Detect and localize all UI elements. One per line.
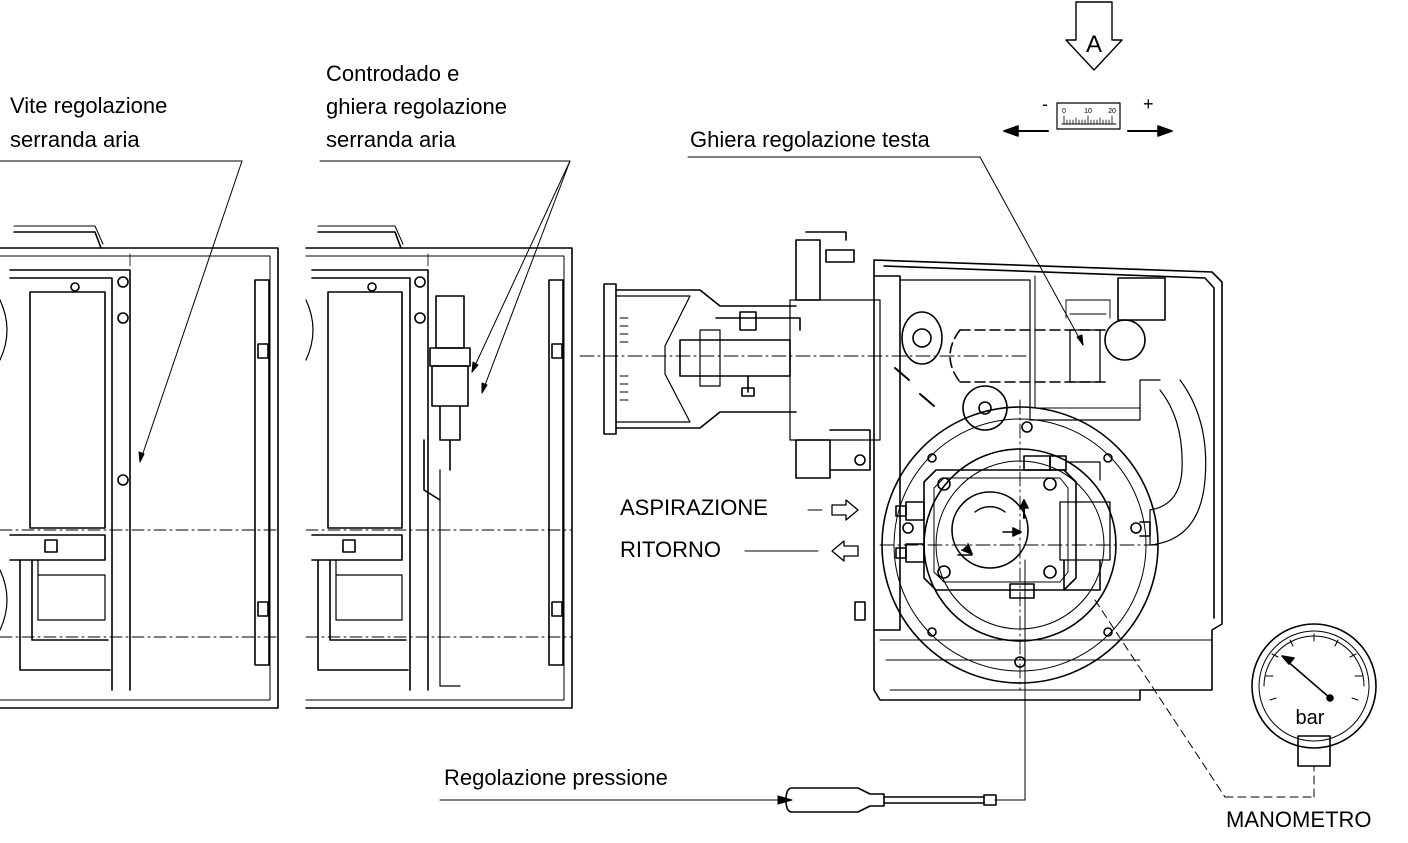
scale-tick-10: 10 bbox=[1084, 108, 1092, 115]
label-vite-regolazione-line2: serranda aria bbox=[10, 127, 140, 152]
fan-volute bbox=[879, 399, 1161, 691]
view-arrow-a-icon: A bbox=[1065, 1, 1123, 71]
gauge-unit: bar bbox=[1296, 707, 1325, 729]
label-controdado-line2: ghiera regolazione bbox=[326, 94, 508, 119]
panel-air-damper-screw bbox=[0, 225, 279, 709]
burner-head-assembly bbox=[579, 231, 1031, 479]
label-controdado-line1: Controdado e bbox=[326, 61, 460, 86]
label-manometro: MANOMETRO bbox=[1226, 807, 1372, 832]
scale-tick-0: 0 bbox=[1062, 108, 1066, 115]
label-controdado-line3: serranda aria bbox=[326, 127, 456, 152]
label-vite-regolazione-line1: Vite regolazione bbox=[10, 93, 168, 118]
scale-indicator: 0 10 20 - + bbox=[1003, 94, 1173, 137]
scale-arrow-right-icon bbox=[1127, 125, 1173, 137]
screwdriver-icon bbox=[785, 787, 997, 813]
label-aspirazione: ASPIRAZIONE bbox=[620, 495, 768, 520]
scale-ticks bbox=[1063, 115, 1113, 125]
panel-locknut-ring bbox=[305, 225, 573, 709]
label-regolazione-pressione: Regolazione pressione bbox=[444, 765, 668, 790]
scale-arrow-left-icon bbox=[1003, 125, 1049, 137]
scale-tick-20: 20 bbox=[1108, 108, 1116, 115]
leader-lines bbox=[0, 156, 1315, 805]
label-ritorno: RITORNO bbox=[620, 537, 722, 562]
ritorno-arrow-icon bbox=[831, 540, 859, 562]
burner-body bbox=[873, 259, 1223, 701]
oil-pump bbox=[854, 455, 1151, 621]
scale-plus: + bbox=[1143, 94, 1154, 114]
scale-minus: - bbox=[1042, 94, 1048, 114]
view-letter: A bbox=[1086, 31, 1102, 58]
label-ghiera-regolazione-testa: Ghiera regolazione testa bbox=[690, 127, 930, 152]
pressure-gauge-icon: bar bbox=[1251, 623, 1377, 767]
aspirazione-arrow-icon bbox=[831, 499, 859, 521]
